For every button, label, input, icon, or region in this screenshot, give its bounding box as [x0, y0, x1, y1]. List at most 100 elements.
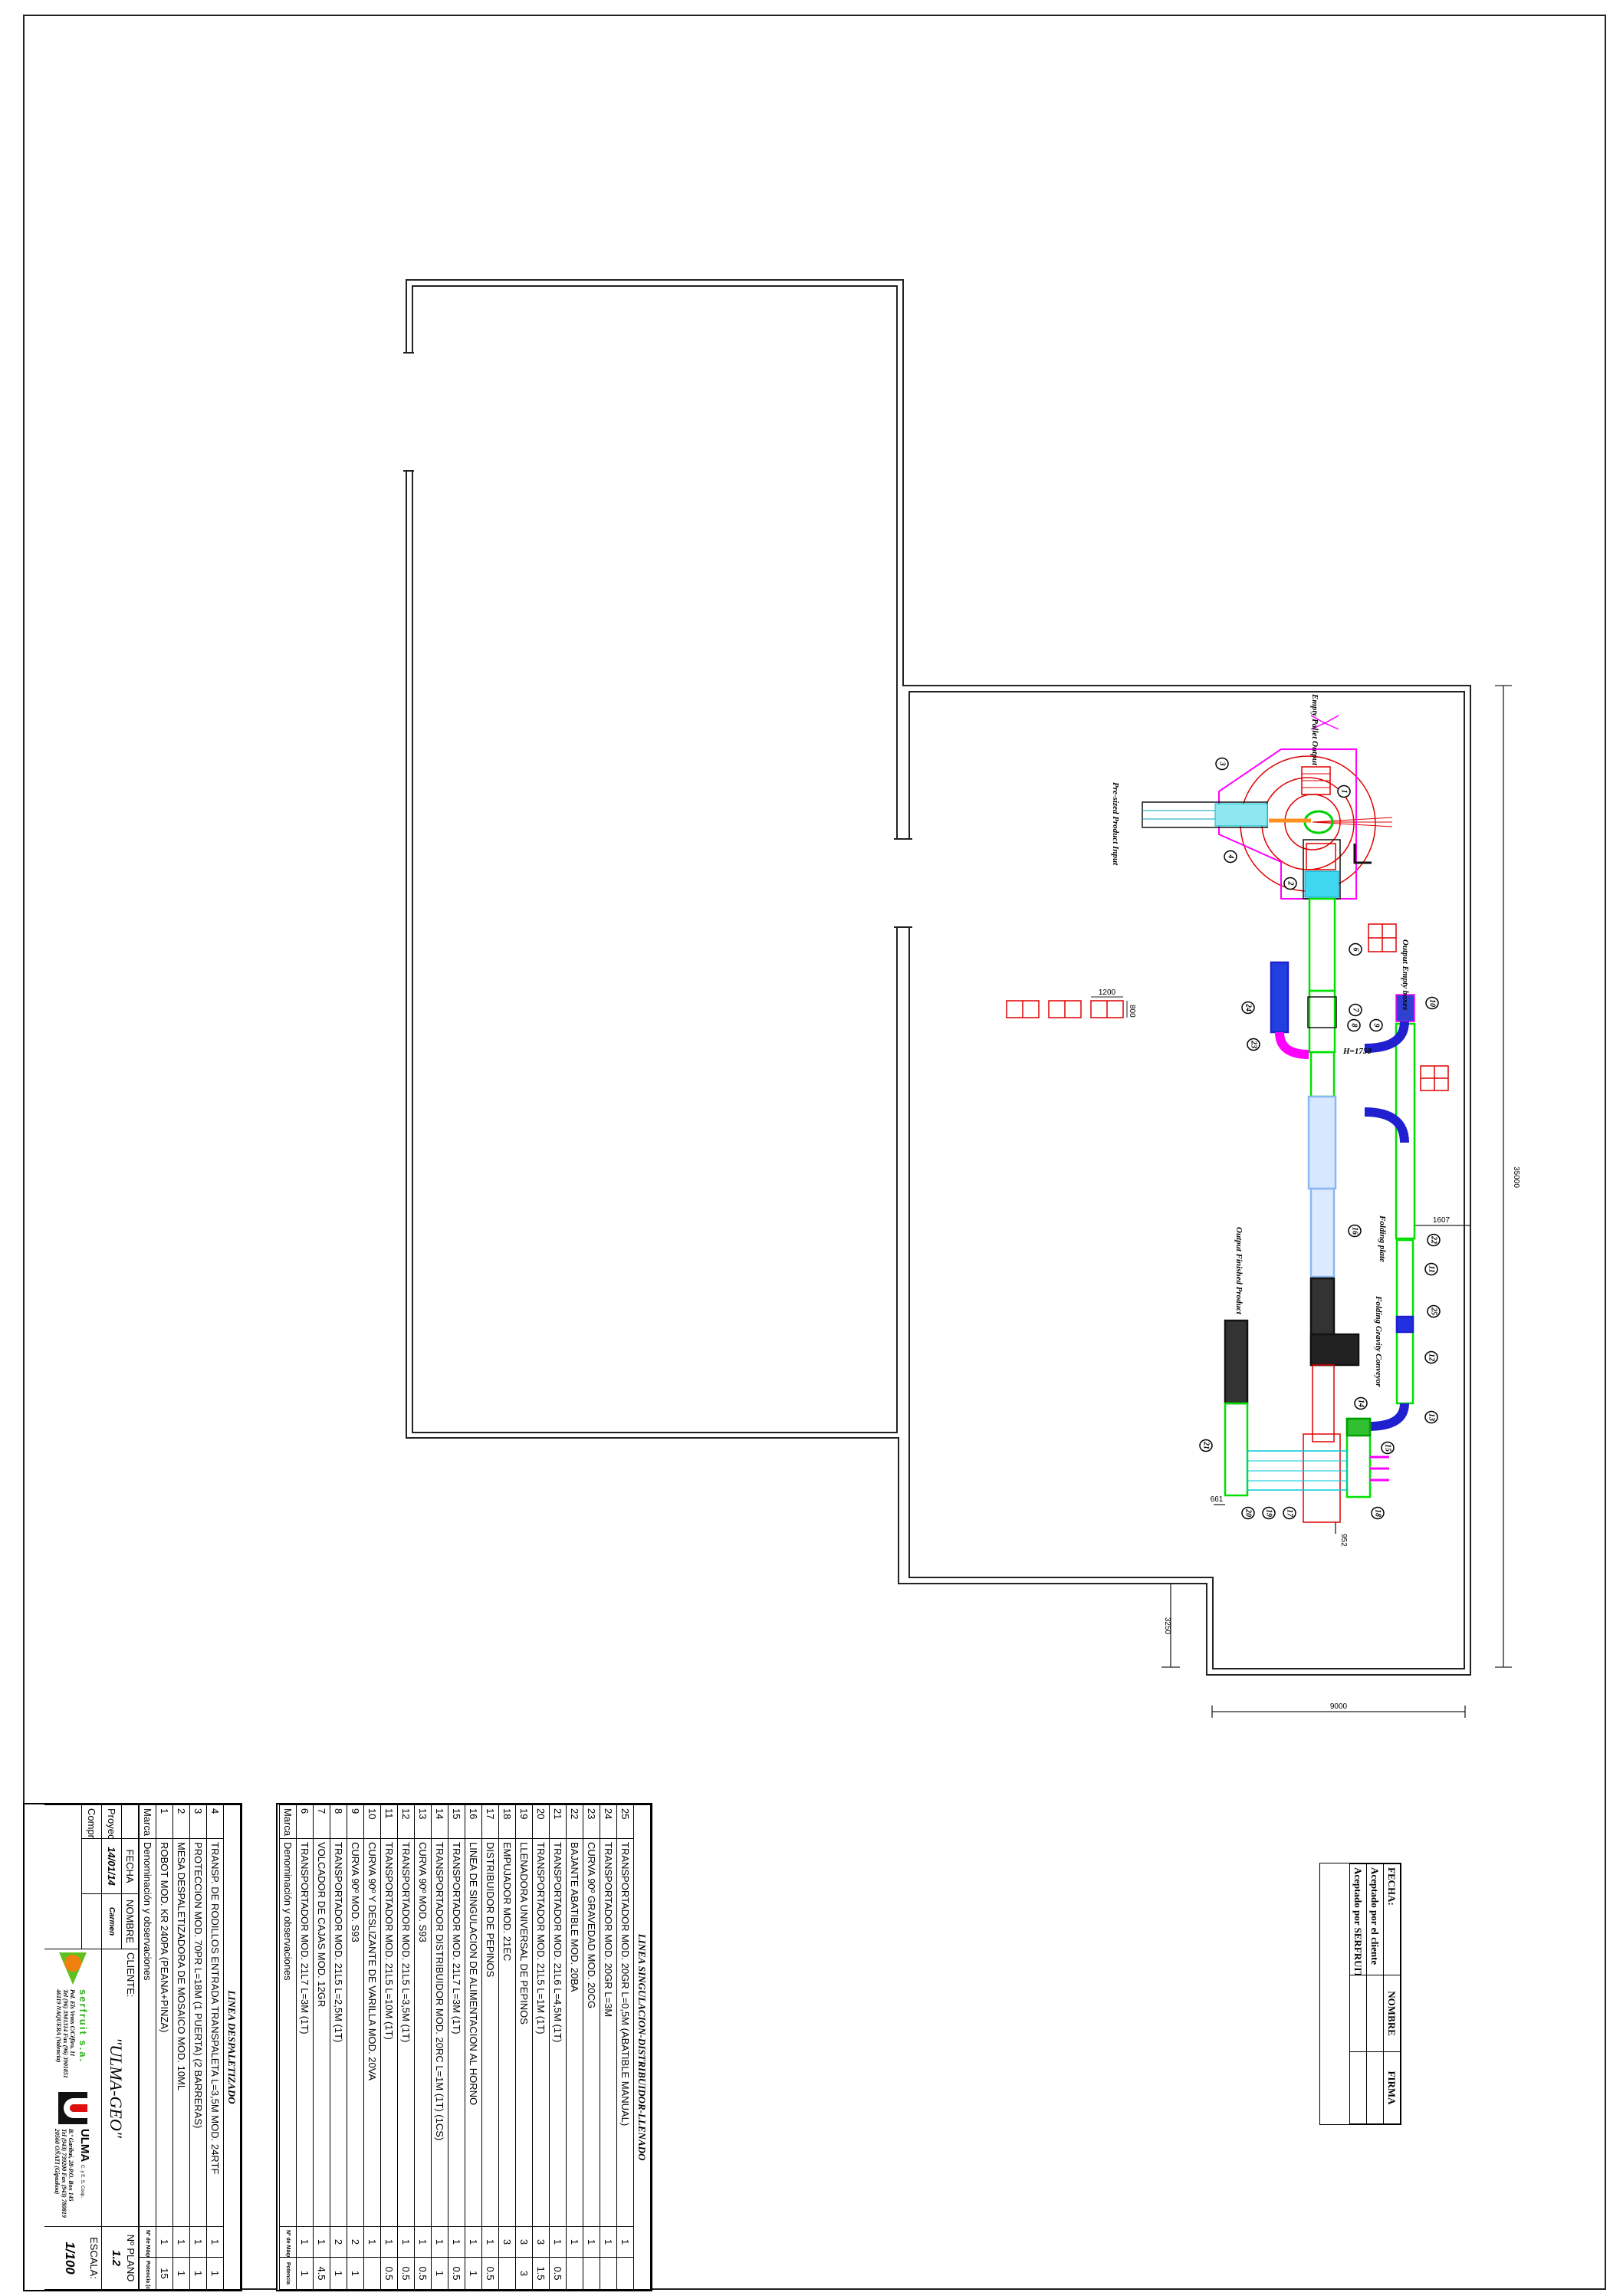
serfruit-address-line: Tel (96) 3901314 Fax (96) 3901851	[62, 1989, 70, 2078]
serfruit-logo-icon	[59, 1952, 87, 1985]
header-marca: Marca	[139, 1804, 156, 1839]
marker-number: 10	[1428, 999, 1437, 1007]
desc-cell: CURVA 90º MOD. S93	[414, 1838, 432, 2227]
marca-cell: 4	[206, 1804, 224, 1839]
item-marker-13: 13	[1424, 1410, 1438, 1424]
marca-cell: 16	[465, 1804, 482, 1839]
maquinas-cell: 1	[448, 2226, 465, 2258]
potencia-cell	[498, 2257, 516, 2290]
marca-cell: 19	[515, 1804, 533, 1839]
marker-circle	[1241, 1001, 1255, 1015]
acceptance-table: FECHA: NOMBRE FIRMA Aceptado por el clie…	[1349, 1863, 1401, 2124]
client-signature-field[interactable]	[1366, 2051, 1384, 2124]
header-desc: Denominación y observaciones	[139, 1838, 156, 2227]
marker-circle	[1348, 1224, 1362, 1238]
marker-circle	[1349, 1003, 1362, 1017]
potencia-cell: 1	[172, 2257, 190, 2290]
potencia-cell: 0.5	[481, 2257, 499, 2290]
marker-number: 22	[1430, 1235, 1438, 1244]
marca-cell: 18	[498, 1804, 516, 1839]
marker-number: 21	[1202, 1441, 1211, 1449]
marker-circle	[1283, 877, 1297, 890]
label-finished-output: Output Finished Product	[1234, 1227, 1244, 1315]
potencia-cell: 1.5	[532, 2257, 550, 2290]
desc-cell: LLENADORA UNIVERSAL DE PEPINOS	[515, 1838, 533, 2227]
serfruit-signature-field[interactable]	[1349, 2051, 1367, 2124]
desc-cell: DISTRIBUIDOR DE PEPINOS	[481, 1838, 499, 2227]
label-folding-gravity: Folding Gravity Conveyor	[1374, 1295, 1383, 1387]
ulma-address-line: B.º Garibai, 28-P.O. Box 145	[67, 2128, 75, 2202]
label-height: H=1750	[1342, 1047, 1372, 1056]
label-folding-plate: Folding plate	[1378, 1215, 1387, 1262]
marker-number: 18	[1374, 1509, 1382, 1517]
maquinas-cell: 1	[481, 2226, 499, 2258]
marca-cell: 1	[156, 1804, 173, 1839]
acceptance-fecha-label: FECHA:	[1383, 1863, 1401, 1975]
item-marker-3: 3	[1215, 757, 1229, 771]
marker-circle	[1381, 1441, 1395, 1455]
table-header: Marca Denominación y observaciones Nº de…	[279, 1804, 297, 2290]
marca-cell: 13	[414, 1804, 432, 1839]
header-maquinas: Nº de Máquinas	[139, 2226, 156, 2258]
nombre-label: NOMBRE	[121, 1893, 139, 1949]
serfruit-name: serfruit s.a.	[77, 1989, 90, 2064]
marker-number: 25	[1430, 1307, 1438, 1315]
marca-cell: 24	[600, 1804, 617, 1839]
potencia-cell	[363, 2257, 381, 2290]
potencia-cell: 1	[296, 2257, 314, 2290]
marca-cell: 6	[296, 1804, 314, 1839]
marker-number: 15	[1384, 1444, 1392, 1452]
item-marker-6: 6	[1349, 942, 1362, 956]
serfruit-address-line: Pol. Els Vents C/Cêfiro, 11	[69, 1989, 77, 2057]
singulacion-title: LINEA SINGULACION-DISTRIBUIDOR-LLENADO	[633, 1804, 651, 2290]
proyect-label: Proyect	[101, 1804, 122, 1839]
table-header: Marca Denominación y observaciones Nº de…	[139, 1804, 156, 2290]
ulma-logo-icon	[58, 2091, 88, 2124]
marker-circle	[1427, 1304, 1441, 1318]
marker-circle	[1425, 996, 1439, 1010]
potencia-cell: 1	[206, 2257, 224, 2290]
maquinas-cell: 3	[515, 2226, 533, 2258]
marker-circle	[1427, 1233, 1441, 1247]
item-marker-25: 25	[1427, 1304, 1441, 1318]
serfruit-logo: serfruit s.a. Pol. Els Vents C/Cêfiro, 1…	[55, 1952, 90, 2078]
label-empty-boxes-output: Output Empty boxes	[1401, 939, 1410, 1010]
escala-value: 1/100	[63, 2242, 77, 2275]
maquinas-cell: 1	[206, 2226, 224, 2258]
maquinas-cell: 1	[397, 2226, 415, 2258]
potencia-cell	[616, 2257, 634, 2290]
desc-cell: CURVA 90º Y DESLIZANTE DE VARILLA MOD. 2…	[363, 1838, 381, 2227]
potencia-cell: 15	[156, 2257, 173, 2290]
item-marker-21: 21	[1199, 1439, 1213, 1452]
serfruit-name-field[interactable]	[1349, 1975, 1367, 2052]
dim-952: 952	[1339, 1534, 1348, 1547]
desc-cell: TRANSPORTADOR MOD. 20GR L=0,5M (ABATIBLE…	[616, 1838, 634, 2227]
marker-number: 6	[1352, 948, 1360, 952]
conveyor-lines	[1224, 897, 1449, 1523]
acceptance-nombre-label: NOMBRE	[1383, 1975, 1401, 2052]
marker-circle	[1224, 850, 1237, 863]
marker-number: 2	[1286, 881, 1295, 886]
marker-number: 11	[1428, 1265, 1436, 1272]
marker-number: 19	[1265, 1509, 1273, 1517]
marker-circle	[1247, 1038, 1260, 1051]
item-marker-19: 19	[1262, 1506, 1276, 1520]
client-name-field[interactable]	[1366, 1975, 1384, 2052]
maquinas-cell: 3	[498, 2226, 516, 2258]
marker-number: 1	[1340, 790, 1349, 794]
maquinas-cell: 3	[532, 2226, 550, 2258]
marker-circle	[1424, 1410, 1438, 1424]
